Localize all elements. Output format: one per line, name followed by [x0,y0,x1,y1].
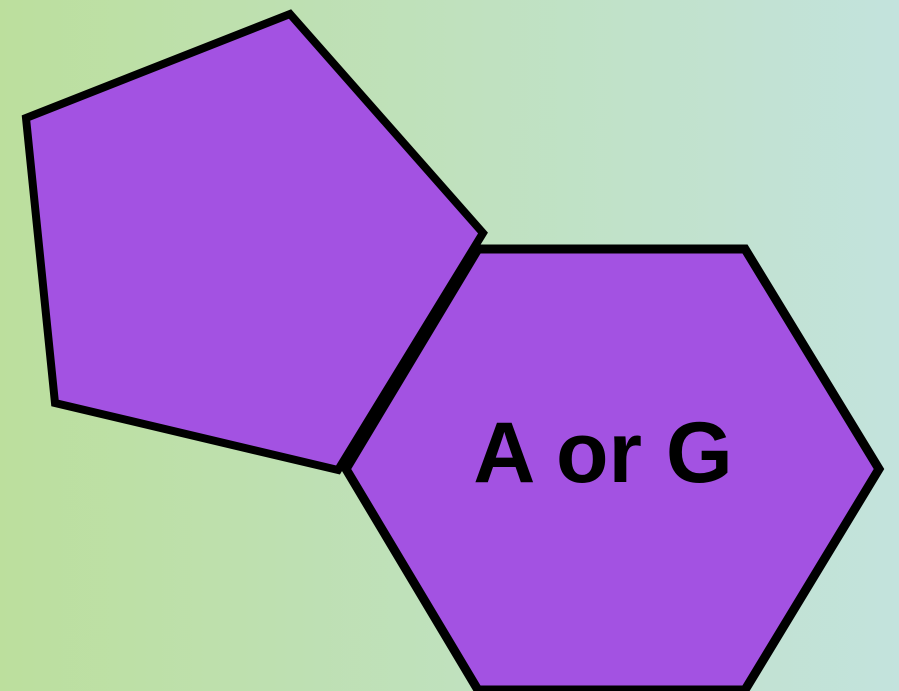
hexagon-shape [340,244,885,691]
hexagon-label: A or G [473,405,733,501]
pentagon-shape [21,9,488,475]
